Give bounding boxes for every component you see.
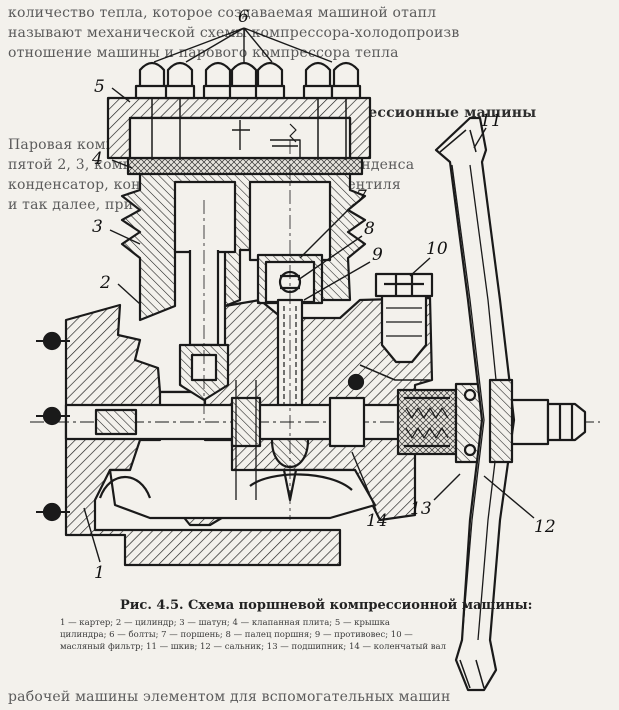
callout-10: 10 [426,239,448,259]
legend-line-3: масляный фильтр; 11 — шкив; 12 — сальник… [60,642,446,652]
callout-9: 9 [372,245,383,265]
top-text-line-3: отношение машины и парового компрессора … [8,45,399,61]
callout-14: 14 [366,511,388,531]
oil-filter [374,272,434,364]
callout-4: 4 [92,149,103,169]
bottom-text-line: рабочей машины элементом для вспомогател… [8,689,451,705]
callout-3: 3 [92,217,103,237]
callout-5: 5 [94,77,105,97]
pulley [434,116,516,692]
callout-2: 2 [100,273,111,293]
shaft-seal [396,388,458,456]
shaft-nut [546,402,587,442]
callout-7: 7 [356,187,367,207]
top-text-line-1: количество тепла, которое создаваемая ма… [8,5,437,21]
callout-13: 13 [410,499,432,519]
legend-line-2: цилиндра; 6 — болты; 7 — поршень; 8 — па… [60,630,413,640]
callout-12: 12 [534,517,556,537]
callout-8: 8 [364,219,375,239]
callout-1: 1 [94,563,105,583]
top-text-line-2: называют механической схемы компрессора-… [8,25,460,41]
valve-plate [126,156,364,176]
seal-spring [405,407,449,419]
figure-caption: Рис. 4.5. Схема поршневой компрессионной… [120,598,533,613]
callout-6: 6 [238,7,249,27]
crankcase-bolts [42,331,62,522]
head-bolts [134,61,362,160]
callout-11: 11 [480,111,502,131]
legend-line-1: 1 — картер; 2 — цилиндр; 3 — шатун; 4 — … [60,618,390,628]
